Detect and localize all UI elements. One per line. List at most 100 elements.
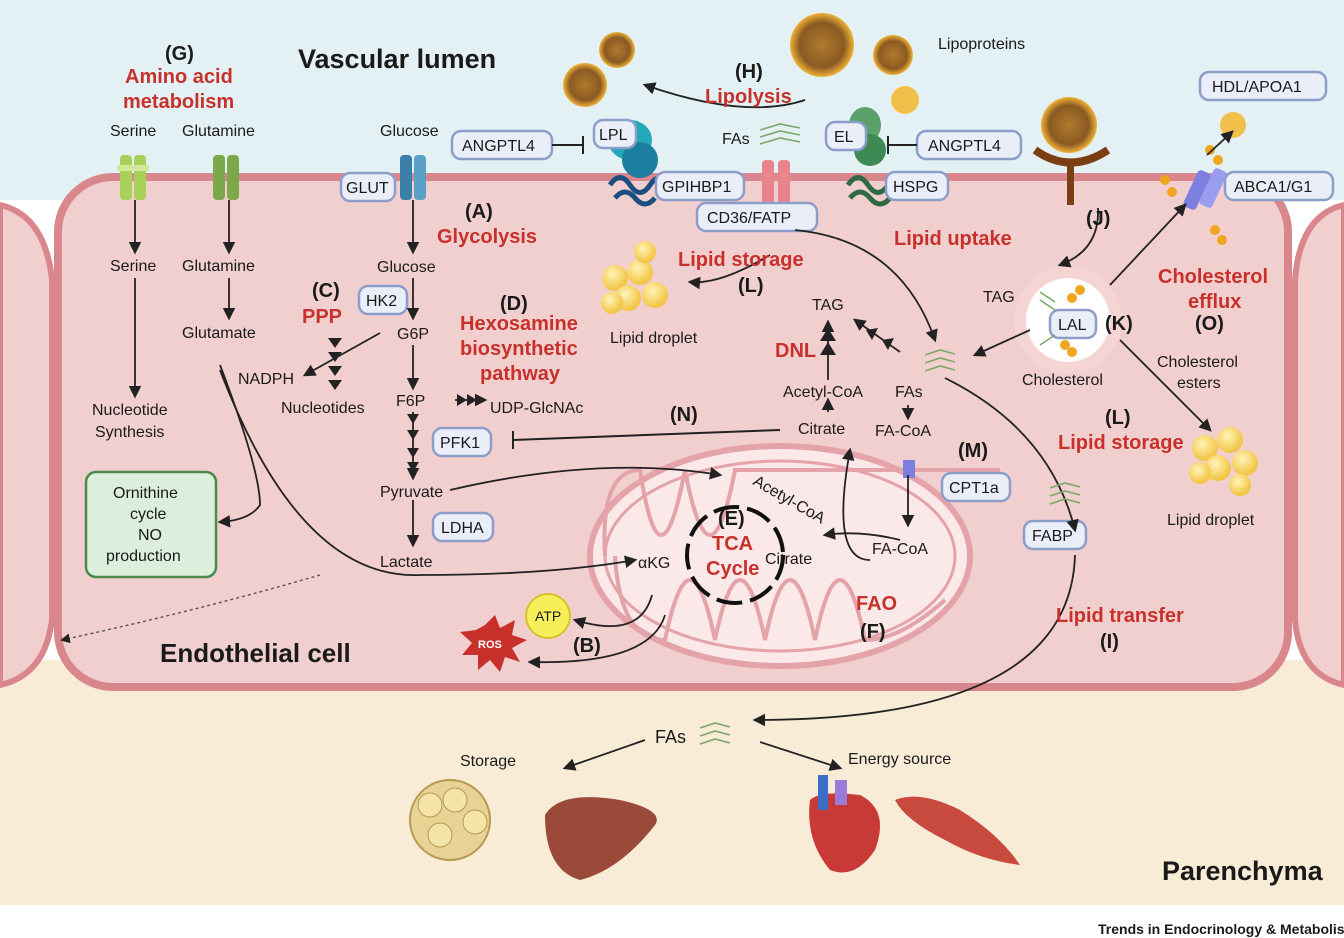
nucleotide-synthesis-1: Nucleotide (92, 402, 168, 419)
panel-f-title: FAO (856, 593, 897, 615)
pyruvate-label: Pyruvate (380, 484, 443, 501)
panel-l1-letter: (L) (738, 275, 764, 297)
parenchyma-label: Parenchyma (1162, 856, 1324, 886)
lipid-droplet-1-label: Lipid droplet (610, 330, 698, 347)
panel-d-letter: (D) (500, 293, 528, 315)
abca1-transporter (1183, 168, 1227, 210)
cholesterol-esters-1: Cholesterol (1157, 354, 1238, 371)
panel-i-letter: (I) (1100, 631, 1119, 653)
atp-circle (525, 593, 571, 639)
cd36-fatp-label: CD36/FATP (707, 210, 791, 227)
fabp-label: FABP (1032, 528, 1073, 545)
citrate-1-label: Citrate (798, 421, 845, 438)
tca-cycle-ring (685, 505, 785, 605)
cholesterol-esters-2: esters (1177, 375, 1221, 392)
tag-2-label: TAG (983, 289, 1015, 306)
fas-bottom-label: FAs (655, 727, 686, 747)
heart-graphic (809, 775, 880, 873)
glut-transporter (400, 155, 426, 200)
lal-label: LAL (1058, 317, 1087, 334)
lipoprotein-particles (563, 13, 1246, 153)
angptl4-right-label: ANGPTL4 (928, 138, 1001, 155)
panel-h-title: Lipolysis (705, 86, 792, 108)
endothelial-cell-label: Endothelial cell (160, 638, 351, 668)
dashed-arrow (60, 574, 321, 644)
dnl-arrowheads (328, 328, 894, 472)
panel-e-letter: (E) (718, 508, 745, 530)
ornithine-line-1: Ornithine (113, 485, 178, 502)
parenchyma-region (0, 660, 1344, 905)
panel-e-title-1: TCA (712, 533, 753, 555)
hdl-apoa1-box (1198, 70, 1328, 102)
inhibition-lines (512, 136, 917, 449)
fas-mid-label: FAs (895, 384, 923, 401)
panel-j-letter: (J) (1086, 208, 1110, 230)
cpt1a-label: CPT1a (949, 480, 999, 497)
journal-credit: Trends in Endocrinology & Metabolism (1098, 921, 1344, 937)
panel-g-title-2: metabolism (123, 91, 234, 113)
panel-e-title-2: Cycle (706, 558, 759, 580)
lipoprotein-receptor (1032, 146, 1111, 205)
atp-label: ATP (535, 608, 561, 624)
lipid-droplet-1-graphic (601, 241, 668, 314)
dnl-label: DNL (775, 340, 816, 362)
serine-in-label: Serine (110, 258, 156, 275)
pfk1-box (431, 426, 493, 458)
ornithine-line-3: NO (138, 527, 162, 544)
el-label: EL (834, 129, 854, 146)
lpl-box (592, 118, 638, 150)
panel-d-title-1: Hexosamine (460, 313, 578, 335)
panel-g-title-1: Amino acid (125, 66, 233, 88)
hdl-apoa1-label: HDL/APOA1 (1212, 79, 1302, 96)
panel-l2-title: Lipid storage (1058, 432, 1184, 454)
ldha-box (431, 511, 495, 543)
ornithine-box (84, 470, 218, 579)
panel-o-letter: (O) (1195, 313, 1224, 335)
panel-j-title: Lipid uptake (894, 228, 1012, 250)
fa-coa-1-label: FA-CoA (875, 423, 931, 440)
glucose-in-label: Glucose (377, 259, 436, 276)
cd36-fatp-transporter (762, 160, 790, 205)
footer-band (0, 905, 1344, 938)
panel-d-title-2: biosynthetic (460, 338, 578, 360)
energy-source-label: Energy source (848, 751, 951, 768)
panel-b-letter: (B) (573, 635, 601, 657)
pfk1-label: PFK1 (440, 435, 480, 452)
cpt1a-box (940, 471, 1012, 503)
lipid-droplet-2-graphic (1189, 427, 1258, 496)
gpihbp1-label: GPIHBP1 (662, 179, 731, 196)
el-box (824, 120, 868, 152)
pathway-arrows (128, 82, 1234, 771)
panel-c-title: PPP (302, 306, 342, 328)
panel-o-title-1: Cholesterol (1158, 266, 1268, 288)
glutamate-label: Glutamate (182, 325, 256, 342)
liver-graphic (545, 797, 657, 880)
serine-out-label: Serine (110, 123, 156, 140)
abca1-g1-box (1223, 170, 1335, 202)
storage-label: Storage (460, 753, 516, 770)
muscle-graphic (895, 796, 1020, 865)
cholesterol-particles (1060, 145, 1227, 357)
f6p-label: F6P (396, 393, 425, 410)
nucleotides-label: Nucleotides (281, 400, 365, 417)
glutamine-out-label: Glutamine (182, 123, 255, 140)
cpt1a-channel (903, 460, 915, 478)
panel-m-letter: (M) (958, 440, 988, 462)
panel-f-letter: (F) (860, 621, 886, 643)
cd36-fatp-box (695, 201, 819, 233)
panel-i-title: Lipid transfer (1056, 605, 1184, 627)
adipose-tissue-graphic (409, 779, 491, 861)
vascular-lumen-label: Vascular lumen (298, 44, 496, 74)
panel-l1-title: Lipid storage (678, 249, 804, 271)
panel-c-letter: (C) (312, 280, 340, 302)
lipid-droplet-2-label: Lipid droplet (1167, 512, 1255, 529)
panel-n-letter: (N) (670, 404, 698, 426)
panel-g-letter: (G) (165, 43, 194, 65)
neighbor-cell-left (0, 201, 55, 689)
glutamine-transporter (213, 155, 239, 200)
fas-top-label: FAs (722, 131, 750, 148)
lactate-label: Lactate (380, 554, 433, 571)
cholesterol-label: Cholesterol (1022, 372, 1103, 389)
lpl-label: LPL (599, 127, 628, 144)
